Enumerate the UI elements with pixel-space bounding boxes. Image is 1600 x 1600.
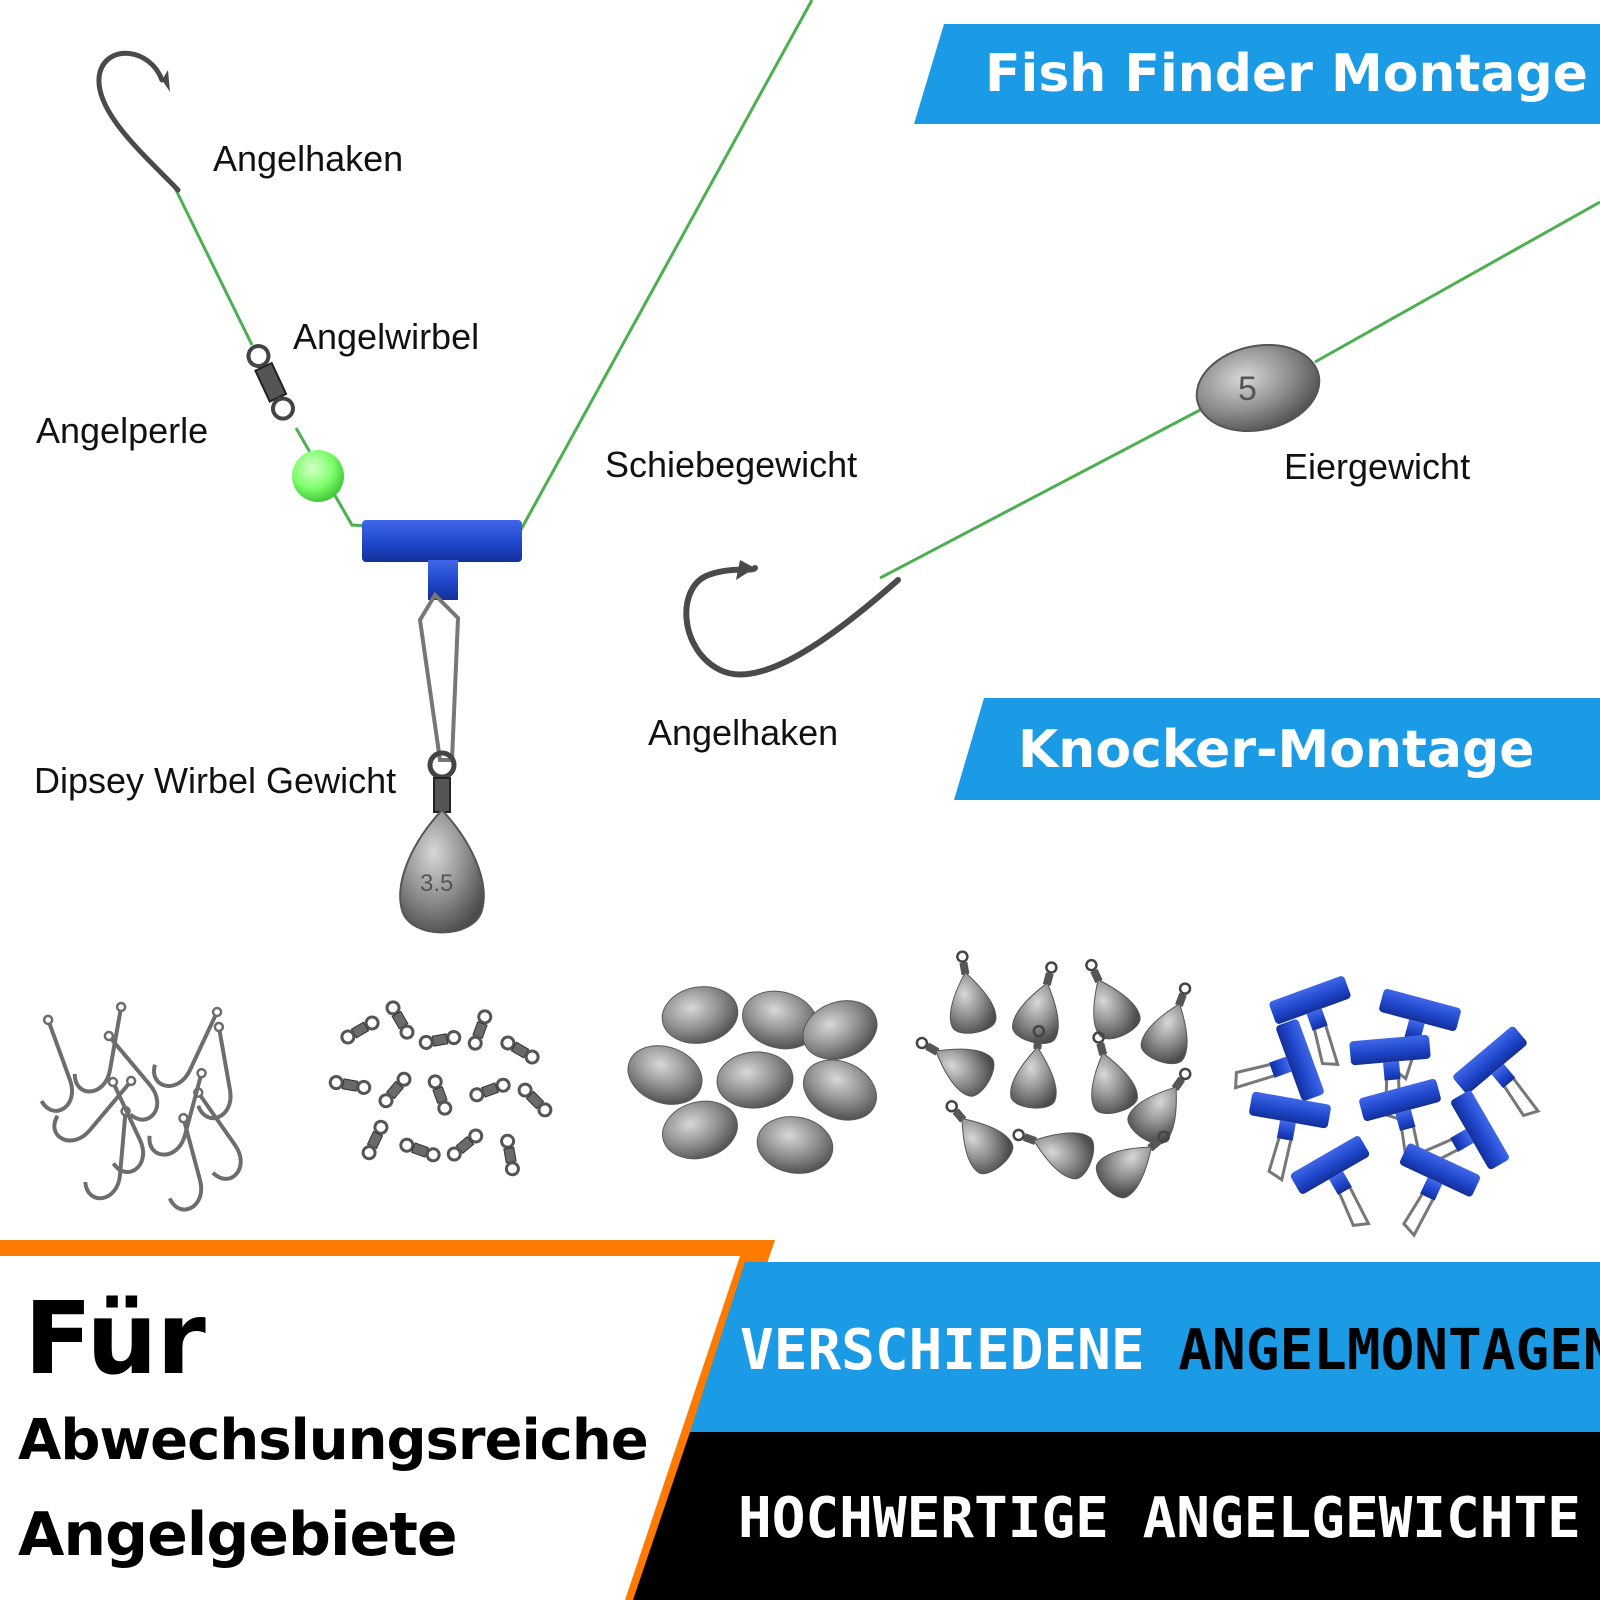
product-drop-weights bbox=[904, 946, 1210, 1205]
bead bbox=[292, 450, 344, 502]
fish-finder-title: Fish Finder Montage bbox=[985, 44, 1588, 104]
product-sinker-slides bbox=[1219, 973, 1568, 1252]
blue-strip bbox=[690, 1262, 1600, 1432]
drop-weight-mark: 3.5 bbox=[420, 870, 454, 897]
dipsey-weight bbox=[399, 808, 485, 934]
egg-weight-mark: 5 bbox=[1238, 370, 1257, 408]
headline-line3: Angelgebiete bbox=[18, 1500, 458, 1570]
product-egg-weights bbox=[619, 980, 887, 1180]
label-angelhaken-1: Angelhaken bbox=[213, 138, 404, 179]
headline-line2: Abwechslungsreiche bbox=[18, 1408, 649, 1473]
headline-fuer: Für bbox=[24, 1280, 206, 1397]
swivel bbox=[246, 343, 295, 421]
egg-weight bbox=[1195, 343, 1321, 433]
label-dipsey: Dipsey Wirbel Gewicht bbox=[34, 760, 397, 801]
black-strip bbox=[633, 1432, 1600, 1600]
hook-2 bbox=[683, 565, 901, 678]
black-strip-text: HOCHWERTIGE ANGELGEWICHTE bbox=[738, 1486, 1581, 1551]
label-angelwirbel: Angelwirbel bbox=[293, 316, 480, 357]
label-angelhaken-2: Angelhaken bbox=[648, 712, 839, 753]
knocker-title: Knocker-Montage bbox=[1018, 720, 1535, 780]
hook-1 bbox=[96, 50, 181, 193]
label-angelperle: Angelperle bbox=[36, 410, 209, 451]
main-line bbox=[516, 0, 814, 536]
blue-strip-text: VERSCHIEDENE ANGELMONTAGEN bbox=[740, 1318, 1600, 1383]
fish-finder-banner bbox=[914, 24, 1600, 124]
product-hooks bbox=[12, 992, 255, 1215]
knocker-banner bbox=[954, 698, 1600, 800]
sinker-slide bbox=[362, 520, 522, 562]
label-eiergewicht: Eiergewicht bbox=[1284, 446, 1471, 487]
knocker-line bbox=[879, 200, 1600, 580]
blue-strip-part2: ANGELMONTAGEN bbox=[1178, 1318, 1600, 1383]
blue-strip-part1: VERSCHIEDENE bbox=[740, 1318, 1145, 1383]
product-swivels bbox=[327, 998, 555, 1178]
label-schiebegewicht: Schiebegewicht bbox=[605, 444, 858, 485]
leader-line bbox=[173, 187, 519, 537]
